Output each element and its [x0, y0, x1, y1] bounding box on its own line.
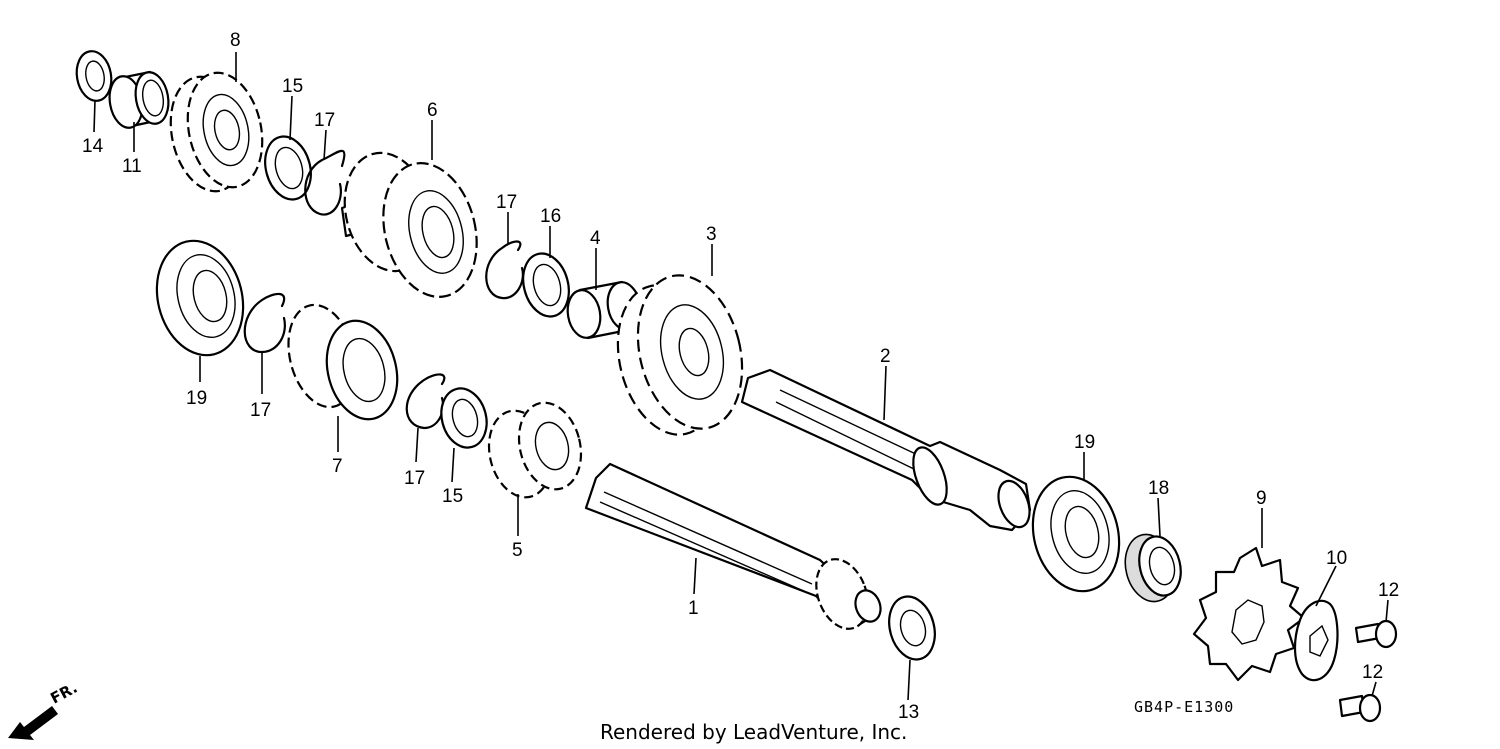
- callout-9: 9: [1256, 488, 1267, 509]
- diagram-code: GB4P-E1300: [1134, 698, 1234, 716]
- callout-6: 6: [427, 100, 438, 121]
- callout-4: 4: [590, 228, 601, 249]
- callout-18: 18: [1148, 478, 1169, 499]
- part-5-gear[interactable]: [480, 396, 590, 504]
- leader-lines: [93, 52, 1389, 701]
- part-17-circlip[interactable]: [243, 292, 286, 354]
- callout-16: 16: [540, 206, 561, 227]
- part-3-gear[interactable]: [603, 264, 757, 445]
- callout-12-upper: 12: [1378, 580, 1399, 601]
- front-direction-indicator: FR.: [8, 679, 80, 740]
- callout-7: 7: [332, 456, 343, 477]
- callout-17-lower: 17: [404, 468, 425, 489]
- part-14-washer[interactable]: [73, 48, 115, 103]
- part-12-bolt[interactable]: [1338, 693, 1382, 723]
- part-17-circlip[interactable]: [304, 149, 346, 216]
- callout-17-left: 17: [250, 400, 271, 421]
- part-15-splined-washer[interactable]: [258, 131, 317, 204]
- front-label: FR.: [47, 679, 80, 708]
- part-19-bearing[interactable]: [145, 232, 255, 365]
- callout-3: 3: [706, 224, 717, 245]
- callout-19-left: 19: [186, 388, 207, 409]
- part-1-mainshaft[interactable]: [584, 462, 885, 636]
- callout-11: 11: [122, 156, 142, 177]
- part-8-gear[interactable]: [161, 66, 273, 198]
- callout-19-right: 19: [1074, 432, 1095, 453]
- callout-17-mid: 17: [496, 192, 517, 213]
- part-9-sprocket[interactable]: [1192, 546, 1306, 682]
- callout-labels: 14 11 8 15 17 6 17 16 4 3 2 19 17 7 17 1…: [82, 30, 1399, 723]
- callout-15-top: 15: [282, 76, 303, 97]
- callout-1: 1: [688, 598, 699, 619]
- part-11-bushing[interactable]: [106, 70, 173, 131]
- callout-5: 5: [512, 540, 523, 561]
- callout-13: 13: [898, 702, 919, 723]
- callout-14: 14: [82, 136, 104, 157]
- part-6-gear[interactable]: [333, 144, 490, 307]
- credit-text: Rendered by LeadVenture, Inc.: [600, 720, 907, 744]
- callout-17-top: 17: [314, 110, 335, 131]
- part-7-gear[interactable]: [278, 298, 407, 427]
- part-17-circlip[interactable]: [485, 240, 524, 300]
- part-13-washer[interactable]: [882, 591, 941, 664]
- callout-10: 10: [1326, 548, 1347, 569]
- part-16-splined-washer[interactable]: [516, 248, 575, 321]
- callout-8: 8: [230, 30, 241, 51]
- callout-2: 2: [880, 346, 891, 367]
- part-12-bolt[interactable]: [1354, 619, 1398, 649]
- part-2-countershaft[interactable]: [740, 368, 1035, 532]
- part-10-fixing-plate[interactable]: [1293, 599, 1339, 682]
- part-18-oil-seal[interactable]: [1118, 529, 1186, 607]
- front-arrow-icon: [8, 706, 58, 740]
- part-17-circlip[interactable]: [405, 373, 446, 430]
- callout-12-lower: 12: [1362, 662, 1383, 683]
- part-19-bearing[interactable]: [1021, 468, 1131, 601]
- callout-15-lower: 15: [442, 486, 463, 507]
- part-15-splined-washer[interactable]: [435, 383, 493, 452]
